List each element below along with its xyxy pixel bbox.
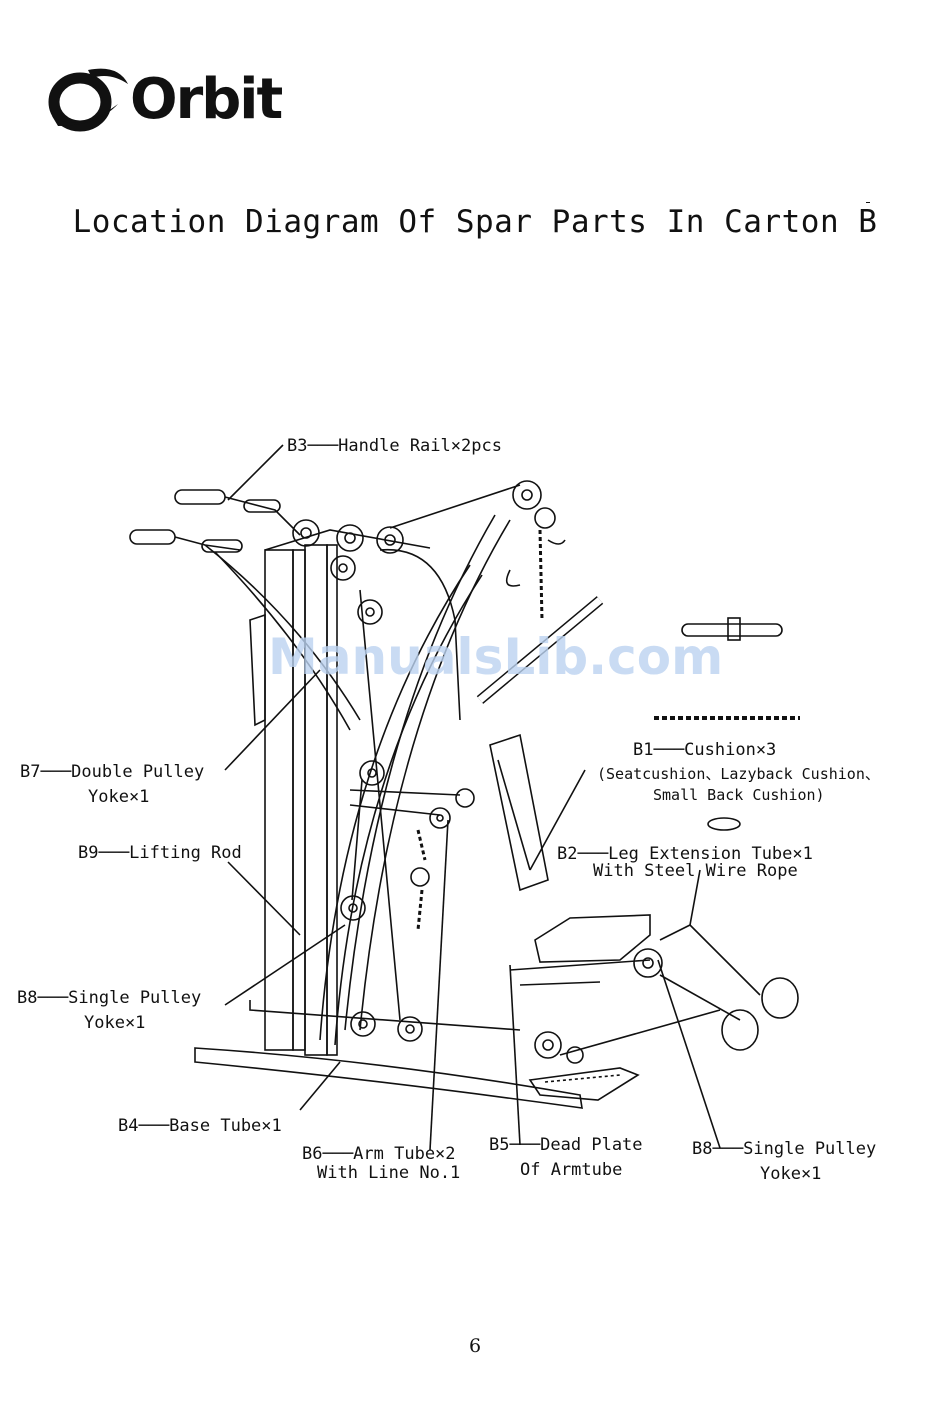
label-b7-line1: B7───Double Pulley: [20, 762, 205, 782]
label-b1-line2: (Seatcushion、Lazyback Cushion、: [597, 765, 880, 783]
label-b9: B9───Lifting Rod: [78, 843, 242, 863]
label-b5-line2: Of Armtube: [520, 1160, 623, 1180]
label-b4: B4───Base Tube×1: [118, 1116, 282, 1136]
label-b6-line2: With Line No.1: [317, 1163, 461, 1183]
label-b8-left-line1: B8───Single Pulley: [17, 988, 202, 1008]
label-b6-line1: B6───Arm Tube×2: [302, 1144, 456, 1164]
label-b3: B3───Handle Rail×2pcs: [287, 436, 502, 456]
orbit-logo: [48, 68, 128, 132]
label-b8-right-line1: B8───Single Pulley: [692, 1139, 877, 1159]
brand-name: Orbit: [130, 67, 283, 132]
label-b1-line3: Small Back Cushion): [653, 786, 825, 804]
label-b2-line2: With Steel Wire Rope: [593, 861, 798, 881]
title-dash-mark: [866, 202, 870, 203]
label-b5-line1: B5───Dead Plate: [489, 1135, 643, 1155]
label-b8-right-line2: Yoke×1: [760, 1164, 822, 1184]
page-title: Location Diagram Of Spar Parts In Carton…: [72, 204, 878, 240]
label-b2-line1: B2───Leg Extension Tube×1: [557, 844, 813, 864]
label-b1-line1: B1───Cushion×3: [633, 740, 777, 760]
watermark: ManualsLib.com: [268, 628, 724, 686]
label-b7-line2: Yoke×1: [88, 787, 150, 807]
page-number: 6: [468, 1335, 482, 1357]
label-b8-left-line2: Yoke×1: [84, 1013, 146, 1033]
